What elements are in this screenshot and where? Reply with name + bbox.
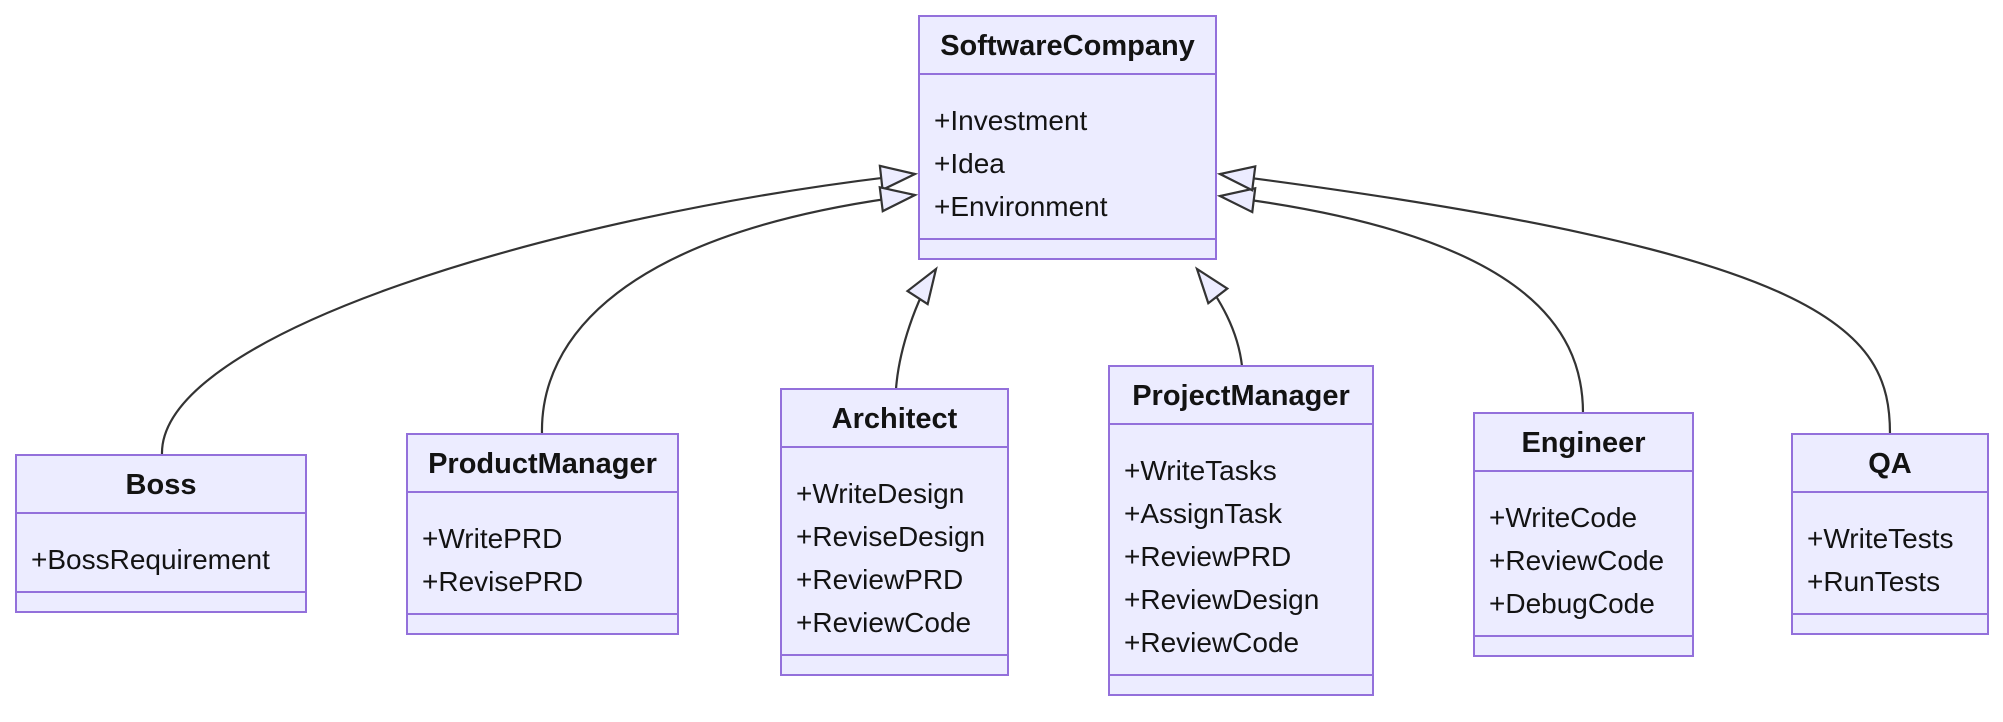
edge-architect-inherits-softwarecompany: [894, 266, 938, 390]
class-methods-empty: [1110, 674, 1372, 694]
class-member: +AssignTask: [1124, 498, 1282, 529]
class-title: QA: [1793, 435, 1987, 493]
class-boss: Boss +BossRequirement: [15, 454, 307, 613]
class-member: +ReviewDesign: [1124, 584, 1320, 615]
class-member: +ReviewCode: [1489, 545, 1665, 576]
class-member: +WritePRD: [422, 523, 563, 554]
class-members: +WritePRD +RevisePRD: [408, 493, 677, 613]
edge-qa-inherits-softwarecompany: [1216, 165, 1892, 435]
class-members: +WriteTests +RunTests: [1793, 493, 1987, 613]
class-members: +Investment +Idea +Environment: [920, 75, 1215, 238]
class-members: +BossRequirement: [17, 514, 305, 591]
class-title: Boss: [17, 456, 305, 514]
class-title: Engineer: [1475, 414, 1692, 472]
class-member: +ReviewPRD: [796, 564, 964, 595]
class-member: +Environment: [934, 191, 1108, 222]
class-methods-empty: [408, 613, 677, 633]
class-member: +RunTests: [1807, 566, 1941, 597]
class-member: +ReviewCode: [796, 607, 972, 638]
class-members: +WriteCode +ReviewCode +DebugCode: [1475, 472, 1692, 635]
class-methods-empty: [1475, 635, 1692, 655]
class-title: SoftwareCompany: [920, 17, 1215, 75]
class-title: Architect: [782, 390, 1007, 448]
class-projectmanager: ProjectManager +WriteTasks +AssignTask +…: [1108, 365, 1374, 696]
class-title: ProjectManager: [1110, 367, 1372, 425]
class-member: +Investment: [934, 105, 1088, 136]
class-architect: Architect +WriteDesign +ReviseDesign +Re…: [780, 388, 1009, 676]
class-methods-empty: [920, 238, 1215, 258]
class-member: +Idea: [934, 148, 1005, 179]
class-member: +WriteTasks: [1124, 455, 1277, 486]
class-softwarecompany: SoftwareCompany +Investment +Idea +Envir…: [918, 15, 1217, 260]
edge-productmanager-inherits-softwarecompany: [540, 185, 919, 435]
class-members: +WriteTasks +AssignTask +ReviewPRD +Revi…: [1110, 425, 1372, 674]
class-member: +RevisePRD: [422, 566, 584, 597]
class-engineer: Engineer +WriteCode +ReviewCode +DebugCo…: [1473, 412, 1694, 657]
edge-engineer-inherits-softwarecompany: [1216, 186, 1585, 414]
class-qa: QA +WriteTests +RunTests: [1791, 433, 1989, 635]
class-member: +DebugCode: [1489, 588, 1655, 619]
class-methods-empty: [17, 591, 305, 611]
class-member: +WriteDesign: [796, 478, 965, 509]
class-members: +WriteDesign +ReviseDesign +ReviewPRD +R…: [782, 448, 1007, 654]
class-methods-empty: [1793, 613, 1987, 633]
edge-boss-inherits-softwarecompany: [160, 164, 919, 456]
class-member: +BossRequirement: [31, 544, 270, 575]
class-methods-empty: [782, 654, 1007, 674]
class-member: +WriteCode: [1489, 502, 1638, 533]
class-member: +WriteTests: [1807, 523, 1954, 554]
edge-projectmanager-inherits-softwarecompany: [1194, 266, 1244, 367]
class-member: +ReviseDesign: [796, 521, 986, 552]
class-productmanager: ProductManager +WritePRD +RevisePRD: [406, 433, 679, 635]
class-member: +ReviewPRD: [1124, 541, 1292, 572]
class-title: ProductManager: [408, 435, 677, 493]
class-member: +ReviewCode: [1124, 627, 1300, 658]
